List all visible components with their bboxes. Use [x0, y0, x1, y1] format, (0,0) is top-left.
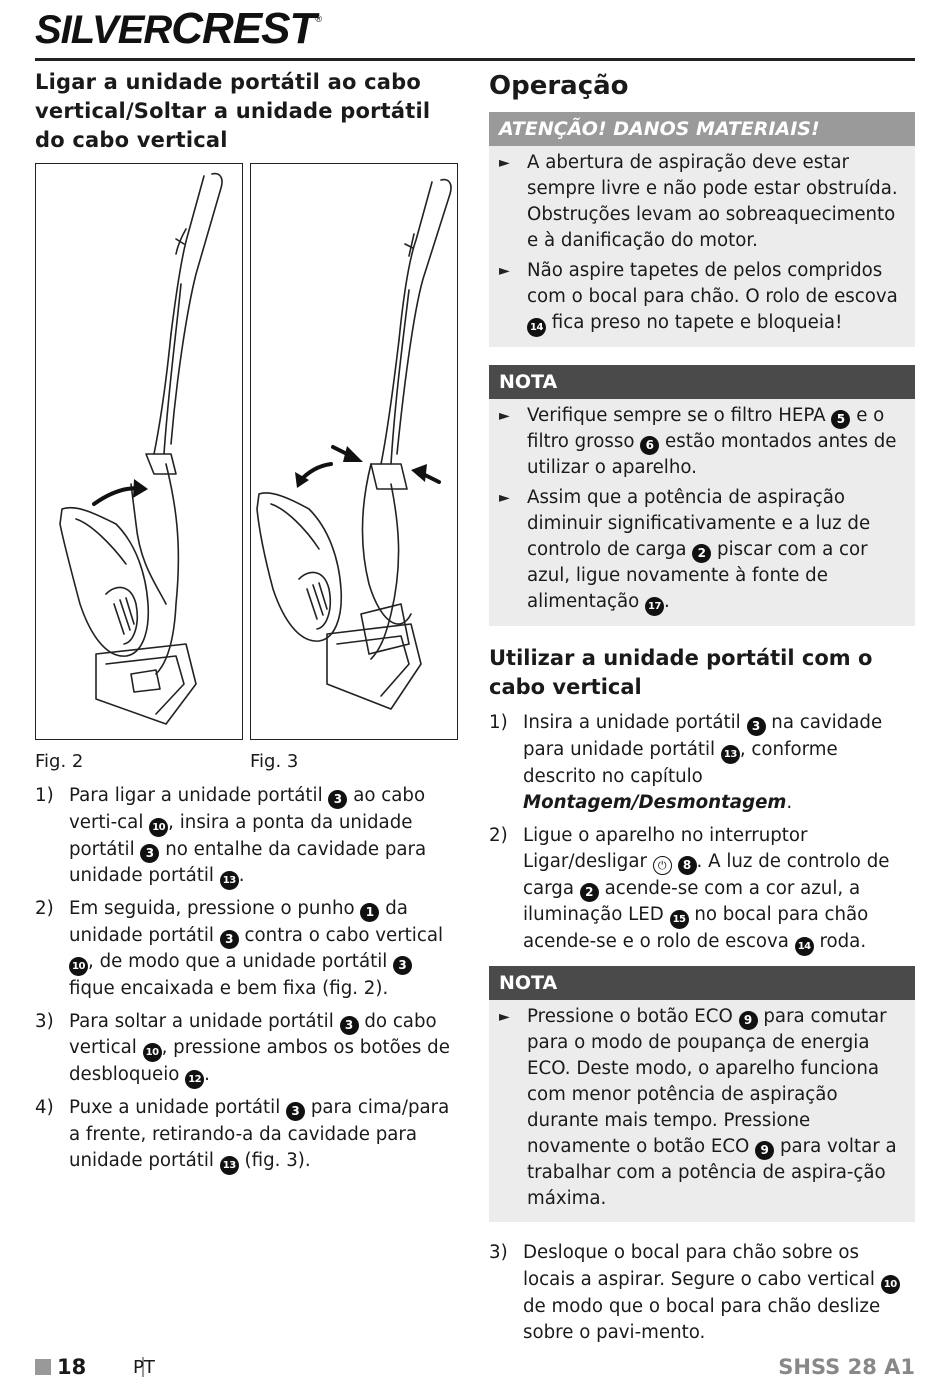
left-column: Ligar a unidade portátil ao cabo vertica… [35, 68, 460, 1181]
callout-15: 15 [669, 910, 689, 929]
callout-3: 3 [393, 956, 413, 975]
note-box-1: NOTA ►Verifique sempre se o filtro HEPA … [489, 365, 915, 626]
step-number: 2) [489, 824, 508, 846]
step-item: 2)Em seguida, pressione o punho 1 da uni… [35, 898, 444, 999]
step-item: 1)Para ligar a unidade portátil 3 ao cab… [35, 783, 460, 890]
step-item: 2)Ligue o aparelho no interruptor Ligar/… [489, 823, 915, 956]
footer-divider [142, 1357, 144, 1377]
step-number: 3) [35, 1010, 54, 1032]
callout-3: 3 [140, 843, 160, 863]
callout-2: 2 [692, 544, 712, 563]
step-number: 4) [35, 1097, 54, 1118]
page-number: 18 [57, 1355, 87, 1379]
subsection-title: Utilizar a unidade portátil com o cabo v… [489, 646, 873, 699]
warning-box: ATENÇÃO! DANOS MATERIAIS! ►A abertura de… [489, 112, 915, 347]
step-number: 1) [35, 785, 54, 806]
callout-5: 5 [831, 410, 851, 429]
callout-3: 3 [328, 790, 348, 809]
callout-2: 2 [579, 882, 599, 902]
callout-3: 3 [219, 929, 239, 949]
bullet-item: ►Assim que a potência de aspiração dimin… [499, 485, 907, 616]
callout-3: 3 [746, 717, 766, 736]
note-box-2: NOTA ►Pressione o botão ECO 9 para comut… [489, 966, 915, 1222]
bullet-item: ►Verifique sempre se o filtro HEPA 5 e o… [499, 405, 897, 478]
callout-13: 13 [720, 744, 740, 764]
brand-logo-silver: SILVER [35, 8, 172, 52]
step-item: 4)Puxe a unidade portátil 3 para cima/pa… [35, 1095, 460, 1175]
bullet-triangle-icon: ► [499, 263, 510, 279]
footer-square [35, 1359, 51, 1375]
callout-3: 3 [286, 1102, 306, 1121]
warning-heading: ATENÇÃO! DANOS MATERIAIS! [489, 112, 915, 146]
callout-10: 10 [880, 1274, 900, 1294]
footer: 18 PT SHSS 28 A1 [35, 1355, 915, 1385]
chapter-reference: Montagem/Desmontagem [523, 792, 787, 813]
connect-steps: 1)Para ligar a unidade portátil 3 ao cab… [35, 783, 460, 1175]
note-heading-2: NOTA [489, 966, 915, 1000]
callout-10: 10 [142, 1043, 162, 1062]
bullet-triangle-icon: ► [499, 155, 510, 171]
brand-logo-crest: CREST [171, 4, 316, 53]
step-number: 1) [489, 712, 508, 733]
callout-3: 3 [339, 1015, 359, 1035]
callout-9: 9 [755, 1141, 775, 1160]
bullet-triangle-icon: ► [499, 1009, 510, 1025]
callout-10: 10 [149, 817, 169, 837]
model-number: SHSS 28 A1 [778, 1355, 915, 1379]
figure-captions: Fig. 2 Fig. 3 [35, 745, 460, 775]
right-column: Operação ATENÇÃO! DANOS MATERIAIS! ►A ab… [489, 68, 915, 1353]
callout-1: 1 [360, 903, 380, 922]
figures [35, 163, 460, 745]
section-title-operation: Operação [489, 71, 629, 101]
brand-logo: SILVERCREST® [35, 4, 322, 54]
section-title-connect: Ligar a unidade portátil ao cabo vertica… [35, 70, 431, 152]
figure-2 [35, 163, 243, 740]
note-list-1: ►Verifique sempre se o filtro HEPA 5 e o… [489, 399, 915, 616]
callout-12: 12 [185, 1070, 205, 1089]
power-icon: ⏻ [652, 856, 672, 875]
language-code: PT [133, 1357, 155, 1378]
note-heading-1: NOTA [489, 365, 915, 399]
step-number: 3) [489, 1242, 508, 1263]
callout-13: 13 [219, 871, 239, 890]
note-list-2: ►Pressione o botão ECO 9 para comutar pa… [489, 1000, 915, 1212]
callout-9: 9 [738, 1011, 758, 1030]
bullet-triangle-icon: ► [499, 490, 510, 506]
step-item: 1)Insira a unidade portátil 3 na cavidad… [489, 712, 883, 813]
header-rule [35, 58, 915, 61]
callout-14: 14 [794, 937, 814, 956]
figure-2-illustration [59, 172, 223, 725]
callout-6: 6 [640, 436, 660, 455]
callout-13: 13 [219, 1156, 239, 1175]
figure-3 [250, 163, 458, 740]
usage-steps-a: 1)Insira a unidade portátil 3 na cavidad… [489, 710, 915, 956]
step-number: 2) [35, 898, 54, 919]
bullet-triangle-icon: ► [499, 408, 510, 424]
figure-3-caption: Fig. 3 [250, 751, 299, 772]
usage-steps-b: 3)Desloque o bocal para chão sobre os lo… [489, 1240, 915, 1347]
step-item: 3)Para soltar a unidade portátil 3 do ca… [35, 1009, 460, 1089]
bullet-item: ►Não aspire tapetes de pelos compridos c… [499, 258, 907, 337]
callout-14: 14 [527, 318, 546, 337]
step-item: 3)Desloque o bocal para chão sobre os lo… [489, 1240, 915, 1347]
figure-3-illustration [256, 178, 452, 710]
brand-trademark: ® [315, 14, 322, 24]
callout-17: 17 [645, 597, 665, 616]
figure-2-caption: Fig. 2 [35, 751, 84, 772]
bullet-item: ►Pressione o botão ECO 9 para comutar pa… [499, 1006, 897, 1209]
bullet-item: ►A abertura de aspiração deve estar semp… [499, 152, 898, 251]
callout-8: 8 [677, 856, 697, 875]
warning-list: ►A abertura de aspiração deve estar semp… [489, 146, 915, 337]
callout-10: 10 [69, 957, 88, 976]
